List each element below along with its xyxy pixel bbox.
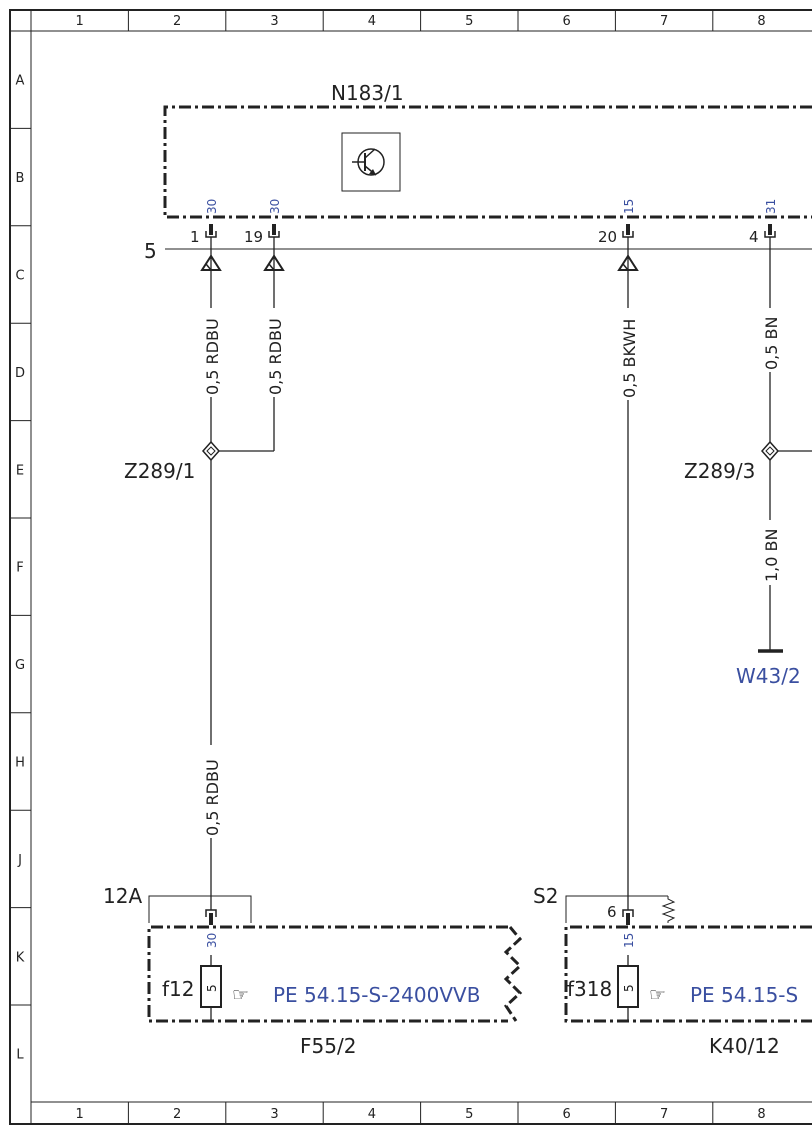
column-label: 6 (563, 1107, 571, 1122)
column-label: 5 (465, 14, 473, 29)
fuse-box-label: F55/2 (300, 1034, 356, 1058)
reference-link[interactable]: PE 54.15-S (690, 983, 798, 1007)
column-label: 3 (270, 1107, 278, 1122)
terminal-label: 30 (268, 199, 282, 214)
row-label: K (16, 950, 25, 965)
pin-1: 1 30 (190, 199, 219, 246)
terminal-label: 30 (205, 199, 219, 214)
fuse-box-label: K40/12 (709, 1034, 780, 1058)
connector-outline (148, 895, 252, 923)
row-label: G (15, 658, 25, 673)
connector-ref: 5 (144, 239, 157, 263)
column-label: 1 (76, 14, 84, 29)
column-label: 4 (368, 14, 376, 29)
wire-label-rdbu: 0,5 RDBU (203, 318, 222, 395)
pin-number: 6 (607, 903, 617, 921)
control-unit-box (163, 105, 812, 219)
column-label: 2 (173, 14, 181, 29)
column-label: 3 (270, 14, 278, 29)
connector-label: 12A (103, 884, 142, 908)
row-label: F (16, 561, 23, 576)
fuse-label: f318 (567, 977, 612, 1001)
fuse-box-outline (564, 925, 812, 1023)
box-break-edge (503, 926, 523, 1022)
pin-20: 20 15 (598, 199, 636, 246)
break-zigzag (661, 896, 676, 923)
row-label: L (16, 1048, 24, 1063)
row-label: J (17, 853, 22, 868)
pin-number: 1 (190, 228, 200, 246)
transistor-icon (341, 132, 401, 192)
column-label: 2 (173, 1107, 181, 1122)
splice-diamond (760, 440, 780, 462)
wire-label-rdbu: 0,5 RDBU (266, 318, 285, 395)
pointing-hand-icon: ☞ (232, 984, 249, 1006)
row-label: B (16, 171, 25, 186)
column-label: 7 (660, 1107, 668, 1122)
fuse-pin: 30 (205, 909, 219, 948)
column-label: 5 (465, 1107, 473, 1122)
column-label: 6 (563, 14, 571, 29)
fuse-label: f12 (162, 977, 195, 1001)
fuse-box-outline (147, 925, 508, 1023)
row-label: D (15, 366, 25, 381)
column-label: 7 (660, 14, 668, 29)
column-label: 4 (368, 1107, 376, 1122)
outer-frame (9, 9, 812, 1125)
pin-19: 19 30 (244, 199, 282, 246)
terminal-label: 31 (764, 199, 778, 214)
connector-outline (565, 895, 668, 923)
pin-number: 4 (749, 228, 759, 246)
terminal-label: 30 (205, 933, 219, 948)
pin-number: 19 (244, 228, 263, 246)
reference-link[interactable]: PE 54.15-S-2400VVB (273, 983, 480, 1007)
fuse-rating: 5 (205, 984, 219, 992)
control-unit-label: N183/1 (331, 81, 404, 105)
connector-label: S2 (533, 884, 558, 908)
inner-frame (30, 30, 812, 1103)
wire-lines (210, 237, 812, 910)
column-label: 8 (757, 1107, 765, 1122)
wire-label-bkwh: 0,5 BKWH (620, 319, 639, 398)
column-label: 1 (76, 1107, 84, 1122)
grid-lines (10, 10, 714, 1124)
transistor-symbol (352, 148, 385, 176)
row-label: A (16, 74, 25, 89)
row-label: E (16, 463, 24, 478)
splice-diamond (201, 440, 221, 462)
column-label: 8 (757, 14, 765, 29)
pin-4: 4 31 (749, 199, 778, 246)
wire-label-rdbu: 0,5 RDBU (203, 759, 222, 836)
fuse-rating: 5 (622, 984, 636, 992)
row-label: C (15, 269, 24, 284)
fuse-symbol (200, 965, 222, 1008)
terminal-label: 15 (622, 199, 636, 214)
splice-label: Z289/3 (684, 459, 755, 483)
wire-label-bn: 0,5 BN (762, 317, 781, 370)
wire-label-bn: 1,0 BN (762, 529, 781, 582)
fuse-symbol (617, 965, 639, 1008)
row-label: H (15, 756, 25, 771)
terminal-label: 15 (622, 933, 636, 948)
splice-label: Z289/1 (124, 459, 195, 483)
pointing-hand-icon: ☞ (649, 984, 666, 1006)
pin-number: 20 (598, 228, 617, 246)
ground-label: W43/2 (736, 664, 801, 688)
fuse-pin: 6 15 (607, 903, 636, 948)
